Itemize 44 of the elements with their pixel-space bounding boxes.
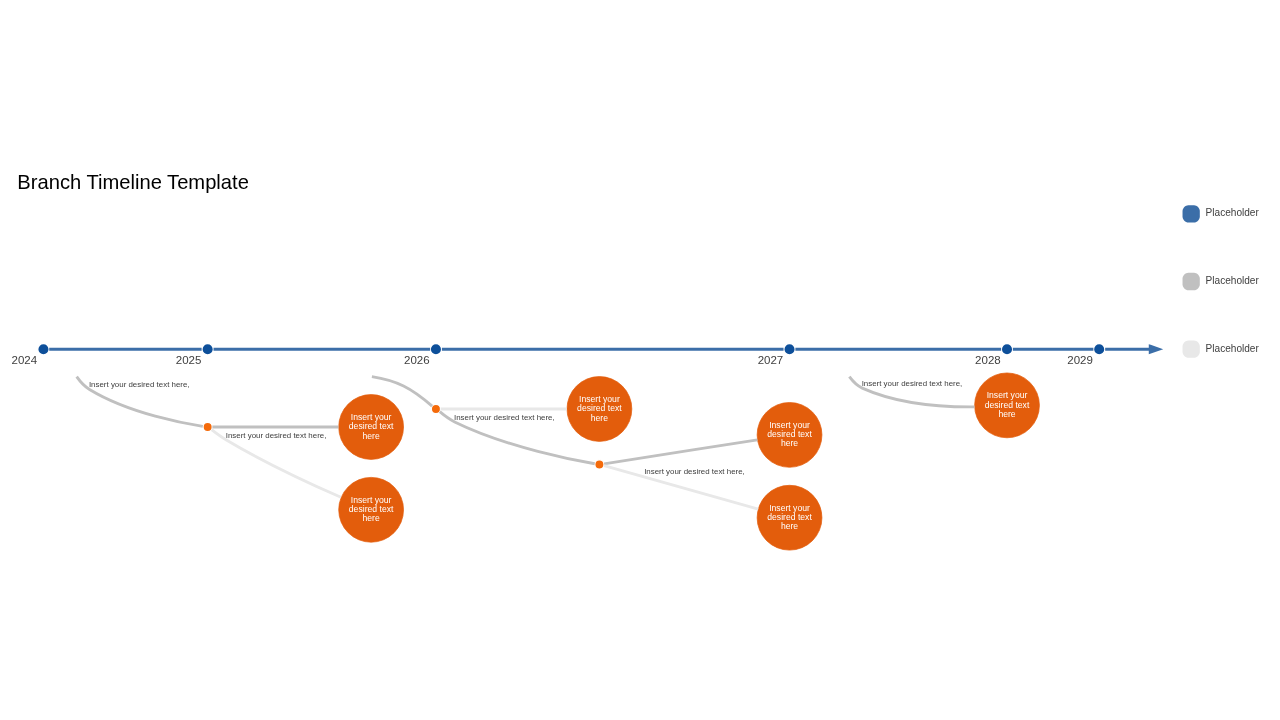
node-circle: Insert your desired text here [338,477,404,543]
connector [441,347,784,351]
edge-label: Insert your desired text here, [225,430,327,440]
connector [438,410,595,466]
node-circle: Insert your desired text here [756,484,823,551]
node-circle [783,342,796,356]
connector [213,347,431,351]
connector [210,428,342,499]
node-label: 2027 [757,354,784,367]
node-circle [430,403,442,415]
arrow [1105,344,1164,355]
connector [371,375,434,408]
node-circle: Insert your desired text here [566,376,633,442]
connector [212,425,339,429]
legend-label: Placeholder [1205,275,1259,287]
node-circle [1092,342,1106,356]
connector [848,375,975,409]
connector [49,347,202,351]
connector [603,464,759,511]
legend-label: Placeholder [1205,342,1259,354]
edge-label: Insert your desired text here, [644,467,745,477]
node-circle: Insert your desired text here [974,372,1040,439]
node-circle [37,342,50,356]
node-circle [1000,342,1014,356]
connector [603,438,758,466]
node-circle: Insert your desired text here [756,402,823,468]
edge-label: Insert your desired text here, [88,380,190,390]
connector [795,347,1002,351]
connector [1012,347,1094,351]
node-label: 2024 [11,354,38,367]
edge-label: Insert your desired text here, [454,412,555,422]
edge-label: Insert your desired text here, [861,378,963,388]
node-label: 2025 [175,354,202,367]
node-label: 2026 [404,354,430,367]
node-circle [201,342,215,356]
node-label: 2028 [975,354,1001,367]
node-label: 2029 [1067,354,1093,367]
connector [75,375,203,428]
node-circle [429,342,443,356]
diagram-title: Branch Timeline Template [17,170,249,193]
legend-label: Placeholder [1205,207,1259,219]
node-circle: Insert your desired text here [338,394,404,460]
node-circle [594,459,605,470]
node-circle [202,421,214,433]
